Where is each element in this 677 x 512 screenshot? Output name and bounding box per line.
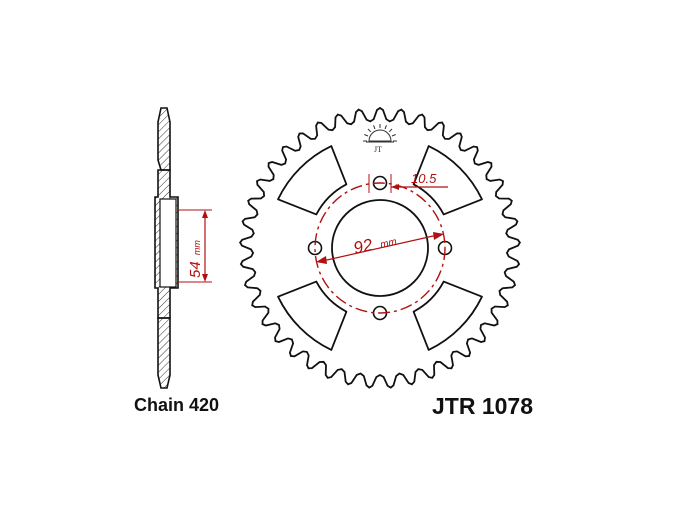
lightening-window-top-left — [277, 145, 348, 216]
svg-text:92 mm: 92 mm — [352, 230, 398, 258]
bolt-circle-value: 92 — [352, 235, 375, 258]
logo-text: JT — [374, 145, 382, 154]
logo-rays — [363, 124, 397, 142]
bolt-hole-arrow — [391, 184, 399, 190]
lightening-window-bottom-left — [277, 280, 348, 351]
bolt-hole-value: 10.5 — [411, 171, 437, 186]
bolt-circle-dimension: 92 mm — [314, 182, 446, 314]
lightening-windows — [277, 145, 483, 351]
chain-size-label: Chain 420 — [134, 395, 220, 415]
hub-dim-unit: mm — [192, 240, 202, 255]
logo-ray — [388, 128, 393, 133]
bolt-circle-arrow-left — [316, 256, 327, 264]
jt-sun-logo-icon: JT — [363, 124, 397, 154]
logo-ray — [364, 134, 369, 137]
part-number-label: JTR 1078 — [432, 393, 534, 419]
bolt-circle-arrow-right — [433, 232, 444, 240]
logo-ray — [391, 134, 396, 137]
hub-dim-arrow-bottom — [202, 274, 208, 282]
logo-ray — [367, 128, 372, 133]
hub-dim-value: 54 — [187, 261, 204, 278]
hub-dimension: 54 mm — [178, 209, 212, 283]
bolt-circle-line — [314, 182, 446, 314]
profile-lower-section — [157, 317, 171, 389]
logo-ray — [384, 125, 387, 130]
lightening-window-top-right — [412, 145, 483, 216]
logo-sun — [368, 129, 392, 142]
sprocket-side-profile — [154, 107, 179, 389]
svg-text:54 mm: 54 mm — [187, 240, 204, 278]
profile-upper-section — [157, 107, 171, 171]
bolt-hole-dimension: 10.5 — [368, 171, 448, 193]
hub-dim-arrow-top — [202, 210, 208, 218]
bolt-circle-diameter-line — [317, 233, 443, 263]
lightening-window-bottom-right — [412, 280, 483, 351]
logo-ray — [373, 125, 376, 130]
bolt-circle-unit: mm — [379, 236, 398, 250]
profile-centre-band — [159, 198, 177, 288]
